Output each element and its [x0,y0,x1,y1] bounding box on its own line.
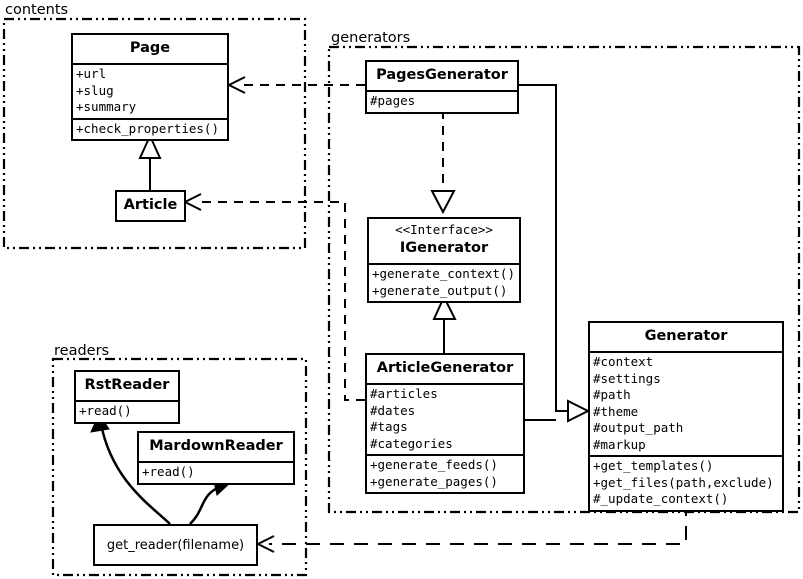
attribute-summary: +summary [76,99,137,115]
method-generate-context: +generate_context() [372,266,515,282]
class-box-igenerator[interactable]: <<Interface>> IGenerator +generate_conte… [367,217,521,304]
method-generate-feeds: +generate_feeds() [370,457,498,473]
method-read-markdown: +read() [142,464,195,480]
attribute-theme: #theme [593,403,639,419]
class-name-generator: Generator [644,328,728,344]
link-generators-to-generator [519,84,591,423]
class-attributes-page: +url +slug +summary [73,63,227,118]
method-check-properties: +check_properties() [76,120,219,136]
class-methods-mardownreader: +read() [139,461,293,483]
class-attributes-articlegenerator: #articles #dates #tags #categories [367,383,523,454]
method-update-context: #_update_context() [593,491,729,507]
class-box-generator[interactable]: Generator #context #settings #path #them… [588,321,784,512]
class-box-articlegenerator[interactable]: ArticleGenerator #articles #dates #tags … [365,353,525,495]
attribute-url: +url [76,66,107,82]
package-label-contents: contents [3,2,71,18]
class-stereotype-igenerator: <<Interface>> [395,222,493,237]
attribute-context: #context [593,354,654,370]
attribute-path: #path [593,387,631,403]
class-box-mardownreader[interactable]: MardownReader +read() [137,431,295,485]
method-generate-output: +generate_output() [372,282,508,298]
class-name-articlegenerator: ArticleGenerator [376,360,514,376]
attribute-dates: #dates [370,402,416,418]
package-label-readers: readers [52,343,112,359]
class-name-page: Page [129,40,171,56]
attribute-pages: #pages [370,93,416,109]
class-box-article[interactable]: Article [115,190,186,223]
class-attributes-generator: #context #settings #path #theme #output_… [590,351,782,455]
attribute-markup: #markup [593,436,646,452]
class-methods-igenerator: +generate_context() +generate_output() [369,263,519,301]
class-methods-rstreader: +read() [76,400,178,422]
class-box-pagesgenerator[interactable]: PagesGenerator #pages [365,60,519,114]
link-pagesgenerator-to-page [226,76,365,94]
attribute-categories: #categories [370,435,453,451]
class-methods-page: +check_properties() [73,117,227,140]
link-article-to-page [138,133,162,190]
link-articlegenerator-to-igenerator [432,294,457,356]
method-generate-pages: +generate_pages() [370,473,498,489]
function-name-get-reader: get_reader(filename) [106,537,245,553]
attribute-output-path: #output_path [593,420,684,436]
class-name-mardownreader: MardownReader [149,438,283,454]
attribute-tags: #tags [370,419,408,435]
method-get-files: +get_files(path,exclude) [593,474,774,490]
class-box-rstreader[interactable]: RstReader +read() [74,370,180,424]
attribute-articles: #articles [370,386,438,402]
class-methods-generator: +get_templates() +get_files(path,exclude… [590,455,782,510]
class-name-pagesgenerator: PagesGenerator [376,67,508,83]
class-methods-articlegenerator: +generate_feeds() +generate_pages() [367,454,523,492]
attribute-settings: #settings [593,370,661,386]
package-label-generators: generators [329,30,413,46]
link-articlegenerator-to-article [182,193,365,401]
class-attributes-pagesgenerator: #pages [367,90,517,112]
class-name-igenerator: IGenerator [399,240,489,257]
class-name-article: Article [123,197,178,213]
attribute-slug: +slug [76,82,114,98]
class-box-page[interactable]: Page +url +slug +summary +check_properti… [71,33,229,142]
class-box-get-reader[interactable]: get_reader(filename) [93,524,258,566]
link-pagesgenerator-to-igenerator [430,110,456,215]
method-read-rst: +read() [79,403,132,419]
method-get-templates: +get_templates() [593,458,714,474]
class-name-rstreader: RstReader [84,377,170,393]
